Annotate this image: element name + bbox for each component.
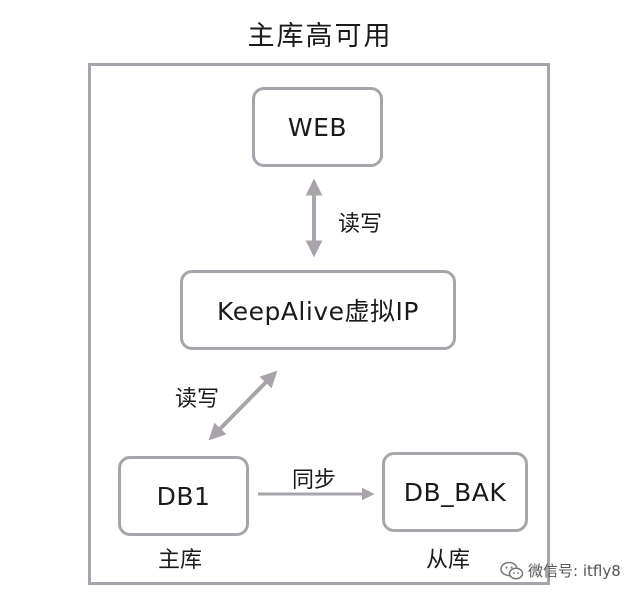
db1-node: DB1 bbox=[118, 456, 249, 536]
vip-db1-arrow bbox=[208, 370, 278, 441]
db-bak-node-label: DB_BAK bbox=[403, 477, 507, 507]
db-bak-node: DB_BAK bbox=[382, 452, 528, 532]
watermark: 微信号: itfly8 bbox=[500, 560, 621, 581]
diagram-title: 主库高可用 bbox=[247, 21, 393, 52]
web-node-label: WEB bbox=[287, 112, 348, 142]
watermark-text: 微信号: itfly8 bbox=[528, 562, 621, 580]
db1-node-label: DB1 bbox=[156, 481, 211, 511]
web-node: WEB bbox=[252, 87, 383, 167]
keepalive-vip-node-label: KeepAlive虚拟IP bbox=[217, 297, 419, 326]
wechat-icon bbox=[500, 561, 524, 579]
db1-caption: 主库 bbox=[158, 548, 203, 573]
dbbak-caption: 从库 bbox=[426, 548, 471, 573]
web-vip-edge-label: 读写 bbox=[338, 212, 383, 237]
vip-db1-edge-label: 读写 bbox=[175, 387, 220, 412]
db1-dbbak-edge-label: 同步 bbox=[292, 468, 337, 493]
outer-frame bbox=[88, 63, 550, 585]
keepalive-vip-node: KeepAlive虚拟IP bbox=[180, 270, 456, 350]
